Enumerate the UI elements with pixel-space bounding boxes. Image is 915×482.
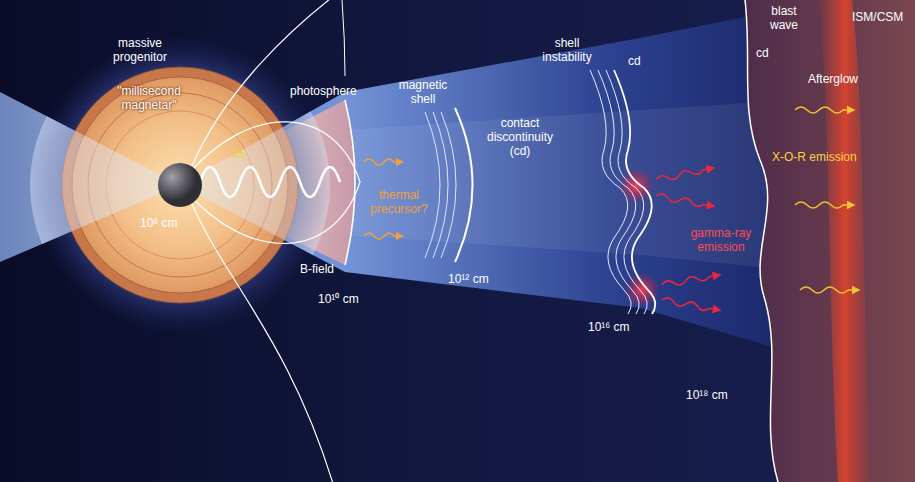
- cd-label: cd: [756, 46, 769, 60]
- gamma-label: gamma-ray emission: [688, 226, 754, 254]
- pair-label: e±: [232, 146, 245, 160]
- photosphere-label: photosphere: [290, 84, 357, 98]
- cd-label: cd: [628, 54, 641, 68]
- afterglow-label: Afterglow: [808, 72, 858, 86]
- ism-region: ISM/CSM AfterglowX-O-R emission: [735, 0, 915, 482]
- magnetar-label: "millisecond magnetar": [106, 84, 192, 112]
- radius-label: 10¹⁶ cm: [588, 320, 630, 334]
- instability-label: shell instability: [536, 36, 598, 64]
- radius-label: 10¹⁰ cm: [318, 292, 359, 306]
- progenitor-star: massive progenitor "millisecond magnetar"…: [30, 35, 330, 335]
- progenitor-label: massive progenitor: [104, 36, 176, 64]
- radius-label: 10¹² cm: [448, 272, 489, 286]
- progenitor-star-outline: [30, 35, 330, 335]
- field-label: B-field: [300, 262, 334, 276]
- blast-wave-label: blast wave: [762, 4, 806, 32]
- discontinuity-label: contact discontinuity (cd): [480, 116, 560, 158]
- shell-label: magnetic shell: [395, 78, 451, 106]
- precursor-label: thermal precursor?: [366, 188, 432, 216]
- radius-label: 10¹⁸ cm: [686, 388, 728, 402]
- emission-label: X-O-R emission: [772, 150, 857, 164]
- radius-label: 10⁶ cm: [140, 216, 178, 230]
- region-label: ISM/CSM: [852, 10, 903, 24]
